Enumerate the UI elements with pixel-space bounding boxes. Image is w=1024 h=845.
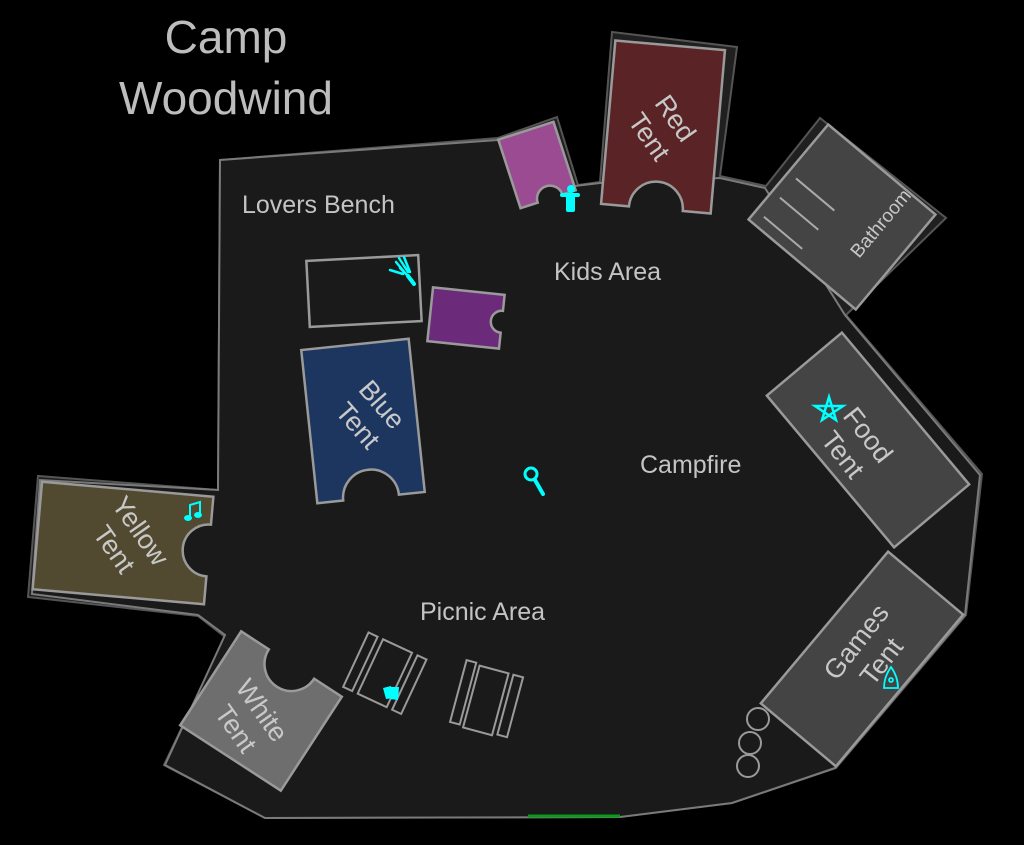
area-campfire: Campfire — [640, 451, 741, 479]
bathroom[interactable]: Bathroom — [746, 122, 938, 312]
area-lovers-bench: Lovers Bench — [242, 191, 395, 219]
picnic-table-1 — [341, 631, 428, 716]
rocket-icon[interactable] — [883, 665, 899, 689]
barrel — [736, 754, 760, 778]
person-icon[interactable] — [560, 185, 580, 212]
purple-room[interactable] — [426, 286, 506, 350]
star-icon[interactable] — [810, 392, 848, 423]
white-tent[interactable]: White Tent — [178, 629, 344, 793]
picnic-table-2 — [448, 658, 525, 739]
lovers-bench[interactable] — [305, 253, 423, 329]
red-tent[interactable]: Red Tent — [599, 39, 727, 215]
magnifier-icon[interactable] — [523, 466, 545, 496]
map-title-line2: Woodwind — [119, 72, 333, 124]
blue-tent[interactable]: Blue Tent — [299, 337, 427, 505]
area-kids: Kids Area — [554, 258, 661, 286]
hand-icon[interactable] — [388, 255, 416, 286]
food-tent[interactable]: Food Tent — [765, 330, 971, 550]
yellow-tent[interactable]: Yellow Tent — [31, 480, 215, 606]
map-title-line1: Camp — [165, 11, 288, 63]
barrel — [738, 731, 762, 755]
games-tent[interactable]: Games Tent — [759, 549, 965, 769]
barrel — [746, 707, 770, 731]
music-note-icon[interactable] — [184, 500, 202, 521]
cards-icon[interactable] — [383, 686, 399, 700]
area-picnic: Picnic Area — [420, 598, 545, 626]
